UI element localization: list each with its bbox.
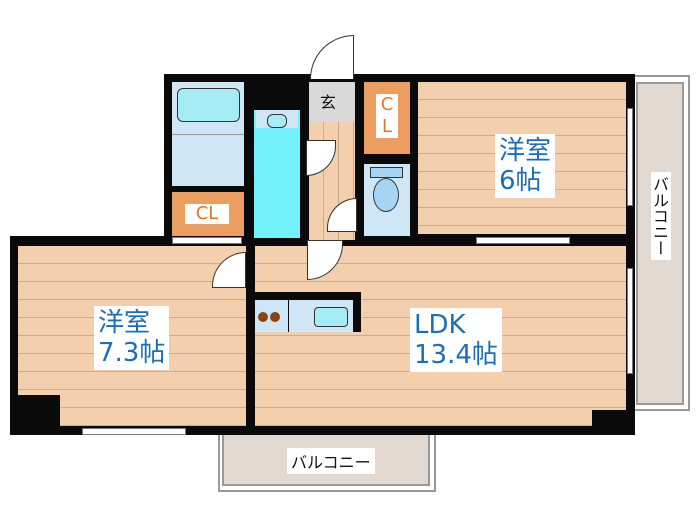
bathtub-icon	[177, 88, 240, 122]
window-east-lower	[627, 268, 633, 374]
sink-icon	[314, 307, 348, 327]
room-size: 6帖	[499, 166, 542, 196]
toilet-tank-icon	[370, 167, 403, 178]
entrance-label: 玄	[320, 93, 337, 112]
room-western-6-label: 洋室 6帖	[495, 134, 556, 198]
window-western-7-3	[82, 428, 186, 435]
balcony-east-label: バルコニー	[650, 172, 671, 260]
burner-icon	[270, 312, 280, 322]
entrance-door[interactable]	[310, 35, 354, 79]
bathroom-floor	[172, 134, 244, 186]
closet-left-label: CL	[185, 204, 229, 224]
room-ldk-label: LDK 13.4帖	[410, 308, 502, 372]
room-size: 13.4帖	[414, 340, 498, 370]
room-name: 洋室	[499, 136, 552, 166]
room-name: 洋室	[98, 308, 151, 338]
toilet-bowl-icon	[373, 178, 399, 212]
pillar-sw	[18, 395, 60, 428]
burner-icon	[258, 312, 268, 322]
closet-left-door[interactable]	[172, 237, 242, 244]
room-western-7-3-label: 洋室 7.3帖	[94, 306, 170, 370]
window-east-upper	[627, 108, 633, 206]
room-size: 7.3帖	[98, 338, 166, 368]
balcony-south-label: バルコニー	[287, 448, 375, 474]
washroom	[254, 110, 300, 238]
washbasin-bowl-icon	[267, 114, 287, 128]
pillar-se	[592, 410, 628, 430]
window-western-6	[476, 237, 570, 244]
entrance	[309, 82, 355, 122]
room-name: LDK	[414, 310, 466, 340]
